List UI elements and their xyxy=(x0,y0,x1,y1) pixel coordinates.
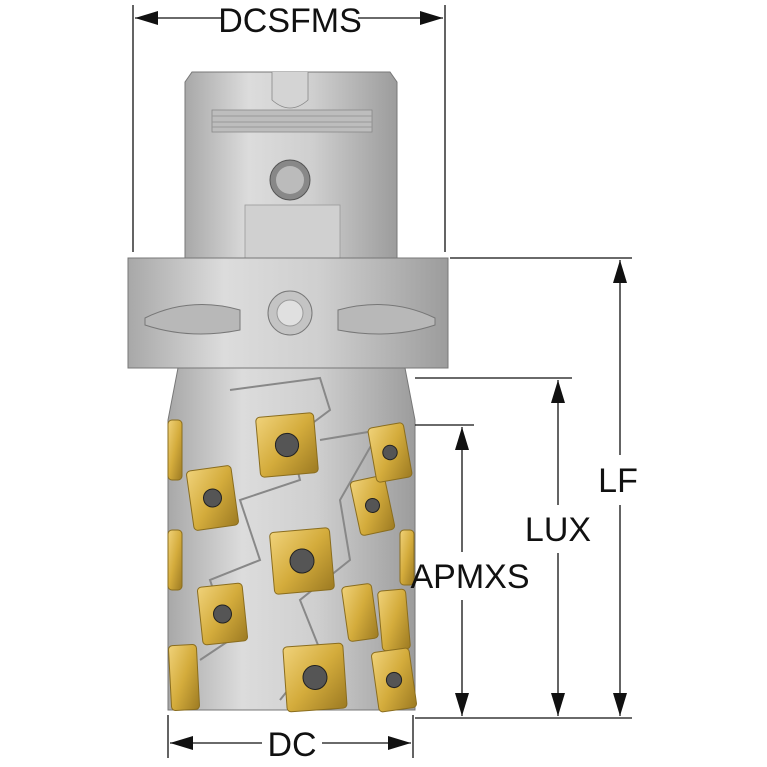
lux-label: LUX xyxy=(525,511,591,549)
insert xyxy=(349,475,396,536)
insert xyxy=(371,647,417,713)
insert xyxy=(399,529,415,586)
dc-label: DC xyxy=(267,726,316,764)
insert xyxy=(269,527,335,595)
dcsfms-label: DCSFMS xyxy=(218,2,362,40)
torx-screw-icon xyxy=(302,665,328,690)
torx-screw-icon xyxy=(289,548,315,574)
torx-screw-icon xyxy=(213,604,232,624)
insert xyxy=(282,642,348,713)
apmxs-label: APMXS xyxy=(410,558,529,596)
cutting-inserts xyxy=(167,412,417,713)
insert xyxy=(377,588,411,652)
insert xyxy=(186,465,239,531)
torx-screw-icon xyxy=(203,488,222,508)
insert xyxy=(341,583,379,642)
insert xyxy=(255,412,319,478)
torx-screw-icon xyxy=(365,498,380,513)
insert xyxy=(167,419,183,481)
shank xyxy=(184,71,398,259)
dimension-lines xyxy=(132,5,632,758)
insert xyxy=(168,644,200,711)
torx-screw-icon xyxy=(385,671,403,689)
insert xyxy=(196,582,249,646)
lf-label: LF xyxy=(598,462,638,500)
torx-screw-icon xyxy=(382,444,398,461)
torx-screw-icon xyxy=(274,432,300,458)
flange xyxy=(127,257,449,369)
insert xyxy=(167,529,183,591)
insert xyxy=(367,422,413,483)
